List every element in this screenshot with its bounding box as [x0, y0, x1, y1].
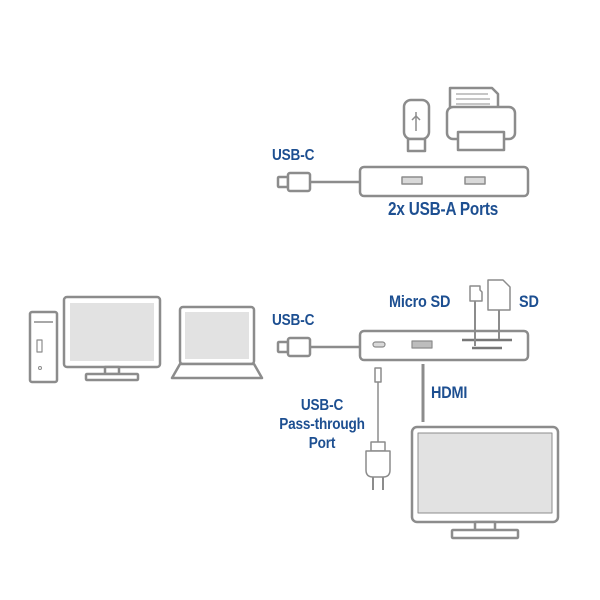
- printer-icon: [445, 86, 517, 152]
- bottom-usb-c-label: USB-C: [272, 312, 315, 329]
- passthrough-label-line-2: Pass-through: [279, 416, 365, 433]
- micro-sd-card-icon: [469, 285, 483, 346]
- micro-sd-label: Micro SD: [389, 292, 451, 311]
- passthrough-label-line-3: Port: [308, 435, 336, 452]
- sd-card-icon: [487, 279, 511, 339]
- external-monitor-icon: [410, 425, 560, 540]
- desktop-monitor-icon: [62, 295, 162, 382]
- passthrough-label: USB-C Pass-through Port: [262, 397, 382, 453]
- usb-stick-icon: [402, 98, 431, 153]
- hdmi-port: [411, 340, 433, 349]
- desktop-tower-icon: [28, 310, 59, 384]
- hdmi-label: HDMI: [431, 383, 468, 402]
- passthrough-cable: [374, 367, 382, 442]
- top-usb-c-label: USB-C: [272, 147, 315, 164]
- sd-label: SD: [519, 292, 539, 311]
- passthrough-label-line-1: USB-C: [300, 397, 344, 414]
- usb-c-passthrough-port: [372, 341, 386, 348]
- usb-a-hub: [358, 165, 530, 198]
- usb-a-ports-label: 2x USB-A Ports: [388, 199, 499, 219]
- multiport-hub: [358, 329, 530, 362]
- power-plug-icon: [365, 441, 391, 490]
- usb-a-port-2: [464, 176, 486, 185]
- usb-c-connector-bottom: [276, 336, 360, 358]
- usb-c-connector-top: [276, 171, 360, 193]
- usb-a-port-1: [401, 176, 423, 185]
- laptop-icon: [170, 305, 264, 380]
